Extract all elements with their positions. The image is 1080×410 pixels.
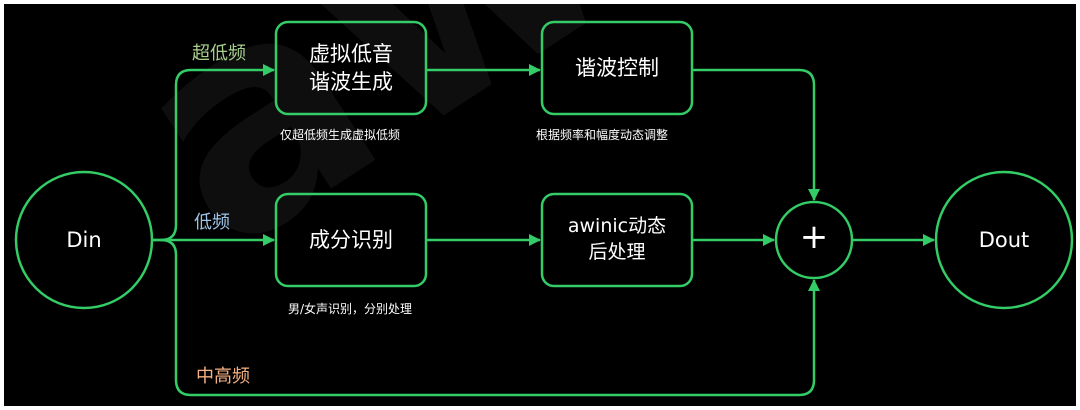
diagram-canvas bbox=[14, 20, 1074, 397]
harmonic-control-box bbox=[540, 20, 694, 116]
super-low-band-label: 超低频 bbox=[192, 43, 246, 64]
mid-high-path bbox=[160, 238, 820, 397]
virtual-bass-caption: 仅超低频生成虚拟低频 bbox=[280, 128, 401, 142]
sum-symbol: + bbox=[799, 217, 829, 258]
component-id-label: 成分识别 bbox=[309, 227, 393, 252]
harmonic-control-caption: 根据频率和幅度动态调整 bbox=[536, 128, 669, 142]
virtual-bass-label: 虚拟低音 谐波生成 bbox=[309, 41, 393, 94]
component-id-caption: 男/女声识别，分别处理 bbox=[288, 302, 413, 316]
dout-circle bbox=[934, 170, 1074, 310]
virtual-bass-box bbox=[274, 20, 428, 116]
signal-flow-diagram: awinic Din Dout + 虚拟低音 谐波生成 谐波控 bbox=[4, 4, 1076, 406]
post-process-label: awinic动态 后处理 bbox=[567, 215, 667, 263]
dout-label: Dout bbox=[978, 227, 1030, 252]
control-to-sum-path bbox=[692, 68, 820, 201]
low-band-label: 低频 bbox=[194, 212, 230, 233]
mid-high-band-label: 中高频 bbox=[196, 366, 250, 387]
harmonic-control-label: 谐波控制 bbox=[575, 55, 659, 80]
din-label: Din bbox=[66, 227, 102, 252]
